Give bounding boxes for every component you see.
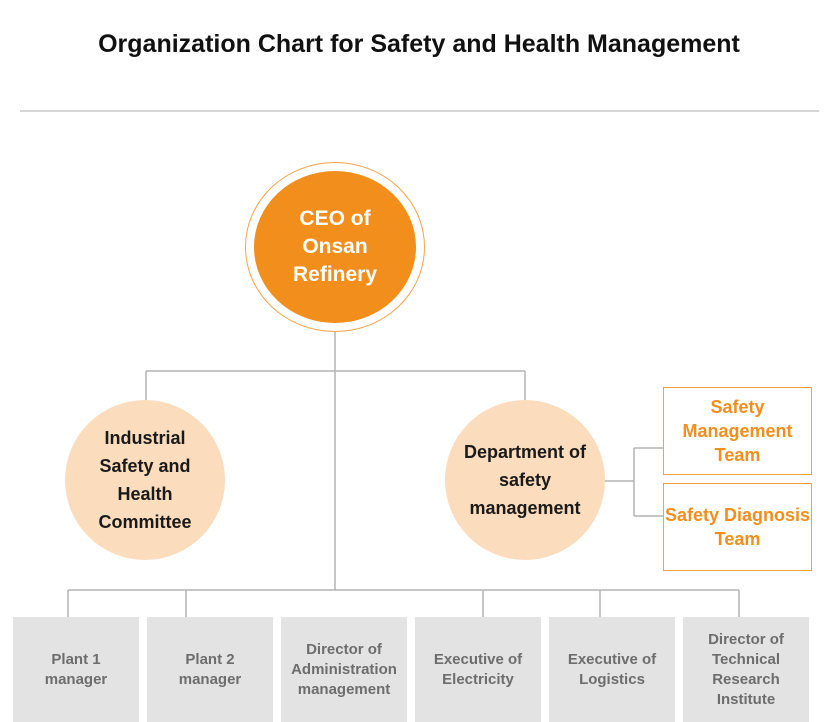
safety-management-team-box: Safety Management Team — [663, 387, 812, 475]
title-divider — [20, 110, 819, 112]
plant1-manager-box: Plant 1 manager — [13, 617, 139, 722]
ceo-node: CEO of Onsan Refinery — [254, 171, 416, 323]
administration-director-box: Director of Administration management — [281, 617, 407, 722]
safety-diagnosis-team-box: Safety Diagnosis Team — [663, 483, 812, 571]
department-node: Department of safety management — [445, 400, 605, 560]
chart-title: Organization Chart for Safety and Health… — [98, 30, 740, 58]
committee-node: Industrial Safety and Health Committee — [65, 400, 225, 560]
logistics-executive-box: Executive of Logistics — [549, 617, 675, 722]
plant2-manager-box: Plant 2 manager — [147, 617, 273, 722]
research-director-box: Director of Technical Research Institute — [683, 617, 809, 722]
electricity-executive-box: Executive of Electricity — [415, 617, 541, 722]
